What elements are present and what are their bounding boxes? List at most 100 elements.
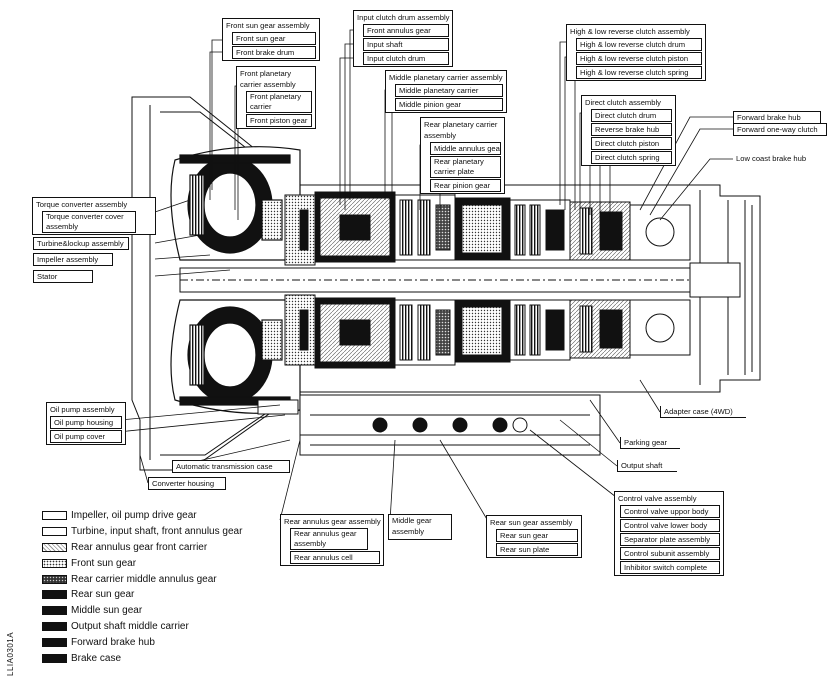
rear-annulus-cell-label: Rear annulus cell: [290, 551, 380, 564]
adapter-case-4wd-label: Adapter case (4WD): [660, 406, 746, 418]
legend-label: Forward brake hub: [71, 636, 155, 648]
clutch-planetary-section: [314, 191, 691, 369]
inhibitor-switch-complete-label: Inhibitor switch complete: [620, 561, 720, 574]
torque-converter: [170, 146, 301, 414]
front-annulus-gear-label: Front annulus gear: [363, 24, 449, 37]
control-valve-lower-body-label: Control valve lower body: [620, 519, 720, 532]
direct-clutch-assembly-group: Direct clutch assembly Direct clutch dru…: [581, 95, 676, 166]
front-planetary-carrier-label: Front planetary carrier: [246, 91, 312, 113]
legend-label: Output shaft middle carrier: [71, 620, 189, 632]
legend-swatch: [42, 606, 67, 616]
input-shaft-label: Input shaft: [363, 38, 449, 51]
torque-converter-assembly-label: Torque converter assembly: [36, 200, 128, 209]
torque-converter-cover-assembly-label: Torque converter cover assembly: [42, 211, 136, 233]
high-low-reverse-clutch-piston-label: High & low reverse clutch piston: [576, 52, 702, 65]
middle-annulus-gear-label: Middle annulus gear: [430, 142, 501, 155]
main-shaft: [179, 262, 741, 298]
figure-code: LLIA0301A: [6, 631, 15, 676]
separator-plate-assembly-label: Separator plate assembly: [620, 533, 720, 546]
impeller-assembly-label: Impeller assembly: [33, 253, 113, 266]
legend-item: Forward brake hub: [42, 634, 282, 650]
legend-swatch: [42, 574, 67, 584]
oil-pump-assembly-label: Oil pump assembly: [50, 405, 115, 414]
legend-swatch: [42, 542, 67, 552]
control-valve-upper-body-label: Control valve uppor body: [620, 505, 720, 518]
control-valve-assembly-group: Control valve assembly Control valve upp…: [614, 491, 724, 576]
direct-clutch-spring-label: Direct clutch spring: [591, 151, 672, 164]
direct-clutch-drum-label: Direct clutch drum: [591, 109, 672, 122]
forward-one-way-clutch-label: Forward one-way clutch: [733, 123, 827, 136]
turbine-lockup-assembly-label: Turbine&lockup assembly: [33, 237, 129, 250]
oil-pump-housing-label: Oil pump housing: [50, 416, 122, 429]
control-valve-assembly-label: Control valve assembly: [618, 494, 697, 503]
front-piston-gear-label: Front piston gear: [246, 114, 312, 127]
rear-sun-gear-assembly-label: Rear sun gear assembly: [490, 518, 573, 527]
legend-label: Rear sun gear: [71, 589, 135, 601]
front-sun-gear-assembly-label: Front sun gear assembly: [226, 21, 310, 30]
automatic-transmission-case-label: Automatic transmission case: [172, 460, 290, 473]
legend-item: Middle sun gear: [42, 603, 282, 619]
high-low-reverse-clutch-drum-label: High & low reverse clutch drum: [576, 38, 702, 51]
legend-label: Middle sun gear: [71, 605, 143, 617]
reverse-brake-hub-label: Reverse brake hub: [591, 123, 672, 136]
output-shaft-label: Output shaft: [617, 460, 677, 472]
torque-converter-assembly-group: Torque converter assembly Torque convert…: [32, 197, 156, 235]
front-planetary-carrier-assembly-group: Front planetary carrier assembly Front p…: [236, 66, 316, 129]
oil-pump-assembly-group: Oil pump assembly Oil pump housing Oil p…: [46, 402, 126, 445]
input-clutch-drum-label: Input clutch drum: [363, 52, 449, 65]
high-low-reverse-clutch-spring-label: High & low reverse clutch spring: [576, 66, 702, 79]
legend-item: Rear annulus gear front carrier: [42, 540, 282, 556]
middle-planetary-carrier-label: Middle planetary carrier: [395, 84, 503, 97]
front-brake-drum-label: Front brake drum: [232, 46, 316, 59]
legend-item: Rear carrier middle annulus gear: [42, 571, 282, 587]
legend-swatch: [42, 527, 67, 537]
oil-pump-cover-label: Oil pump cover: [50, 430, 122, 443]
rear-pinion-gear-label: Rear pinion gear: [430, 179, 501, 192]
rear-planetary-carrier-assembly-group: Rear planetary carrier assembly Middle a…: [420, 117, 505, 194]
legend-label: Rear annulus gear front carrier: [71, 541, 208, 553]
high-low-reverse-clutch-assembly-group: High & low reverse clutch assembly High …: [566, 24, 706, 81]
legend-label: Impeller, oil pump drive gear: [71, 510, 197, 522]
legend-swatch: [42, 558, 67, 568]
middle-planetary-carrier-assembly-label: Middle planetary carrier assembly: [389, 73, 503, 82]
parking-gear-label: Parking gear: [620, 437, 680, 449]
middle-planetary-carrier-assembly-group: Middle planetary carrier assembly Middle…: [385, 70, 507, 113]
legend-swatch: [42, 590, 67, 600]
legend: Impeller, oil pump drive gear Turbine, i…: [42, 508, 282, 666]
converter-housing-label: Converter housing: [148, 477, 226, 490]
legend-label: Front sun gear: [71, 557, 137, 569]
input-clutch-drum-assembly-label: Input clutch drum assembly: [357, 13, 450, 22]
stator-label: Stator: [33, 270, 93, 283]
legend-swatch: [42, 511, 67, 521]
control-subunit-assembly-label: Control subunit assembly: [620, 547, 720, 560]
legend-label: Rear carrier middle annulus gear: [71, 573, 217, 585]
legend-item: Output shaft middle carrier: [42, 619, 282, 635]
legend-item: Turbine, input shaft, front annulus gear: [42, 524, 282, 540]
rear-sun-plate-label: Rear sun plate: [496, 543, 578, 556]
legend-swatch: [42, 653, 67, 663]
rear-sun-gear-label: Rear sun gear: [496, 529, 578, 542]
rear-annulus-gear-assembly-label: Rear annulus gear assembly: [284, 517, 381, 526]
middle-pinion-gear-label: Middle pinion gear: [395, 98, 503, 111]
legend-label: Turbine, input shaft, front annulus gear: [71, 526, 243, 538]
front-sun-gear-assembly-group: Front sun gear assembly Front sun gear F…: [222, 18, 320, 61]
legend-item: Front sun gear: [42, 555, 282, 571]
legend-label: Brake case: [71, 652, 122, 664]
oil-pump: [284, 194, 316, 366]
valve-body: [257, 394, 601, 456]
low-coast-brake-hub-label: Low coast brake hub: [733, 153, 817, 164]
rear-planetary-carrier-assembly-label: Rear planetary carrier assembly: [424, 120, 498, 140]
rear-annulus-gear-assembly-sub-label: Rear annulus gear assembly: [290, 528, 368, 550]
legend-swatch: [42, 621, 67, 631]
input-clutch-drum-assembly-group: Input clutch drum assembly Front annulus…: [353, 10, 453, 67]
front-sun-gear-label: Front sun gear: [232, 32, 316, 45]
high-low-reverse-clutch-assembly-label: High & low reverse clutch assembly: [570, 27, 690, 36]
direct-clutch-piston-label: Direct clutch piston: [591, 137, 672, 150]
rear-planetary-carrier-plate-label: Rear planetary carrier plate: [430, 156, 501, 178]
rear-sun-gear-assembly-group: Rear sun gear assembly Rear sun gear Rea…: [486, 515, 582, 558]
legend-item: Impeller, oil pump drive gear: [42, 508, 282, 524]
legend-swatch: [42, 637, 67, 647]
front-planetary-carrier-assembly-label: Front planetary carrier assembly: [240, 69, 296, 89]
